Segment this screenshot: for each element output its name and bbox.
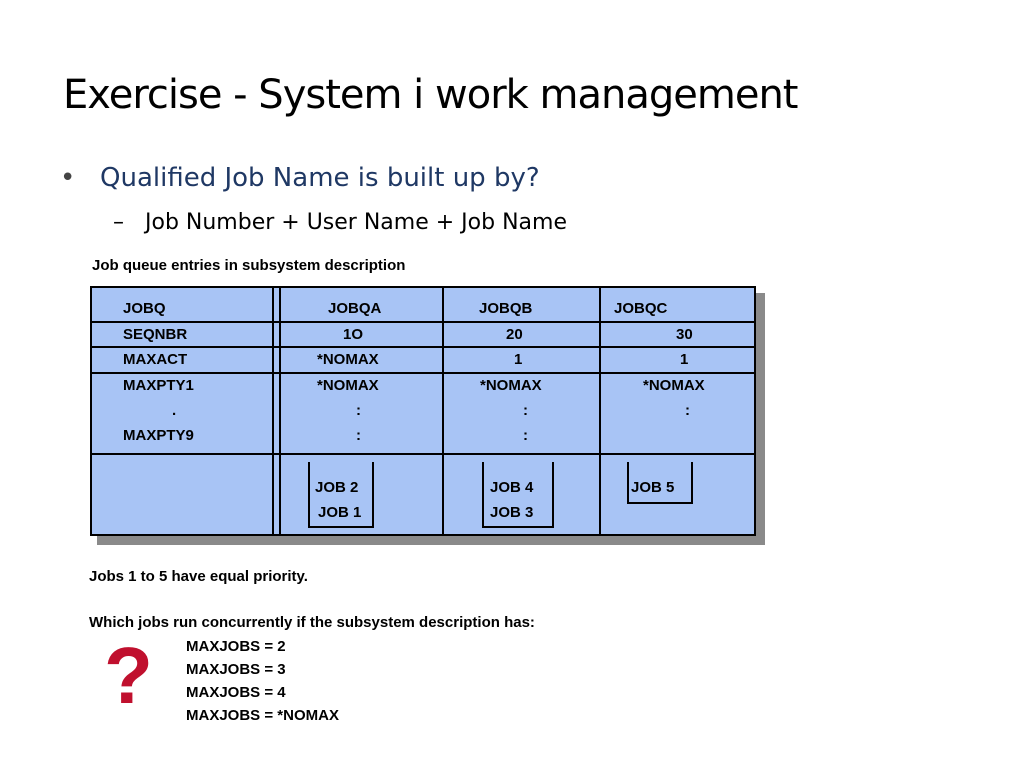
jobqa-queue <box>308 462 374 528</box>
row-divider <box>92 453 754 455</box>
column-divider <box>442 288 444 534</box>
bullet-dot: • <box>60 163 76 193</box>
row-divider <box>92 372 754 374</box>
row-divider <box>92 346 754 348</box>
jobqb-queue <box>482 462 554 528</box>
jobqc-colon: : <box>685 402 690 419</box>
jobqa-name: JOBQA <box>328 300 382 317</box>
jobqa-colon: : <box>356 402 361 419</box>
jobqc-maxpty1: *NOMAX <box>643 377 705 394</box>
column-divider <box>599 288 601 534</box>
sub-bullet-text: Job Number + User Name + Job Name <box>145 210 567 235</box>
jobqb-colon: : <box>523 402 528 419</box>
jobqa-job-entry: JOB 2 <box>315 479 359 496</box>
bullet-item: • Qualified Job Name is built up by? <box>60 163 540 193</box>
jobqa-maxact: *NOMAX <box>317 351 379 368</box>
slide-title: Exercise - System i work management <box>63 72 798 118</box>
diagram-caption: Job queue entries in subsystem descripti… <box>92 257 406 274</box>
jobqc-name: JOBQC <box>614 300 668 317</box>
jobqb-colon: : <box>523 427 528 444</box>
question-text: Which jobs run concurrently if the subsy… <box>89 614 535 631</box>
jobqc-maxact: 1 <box>680 351 689 368</box>
maxjobs-option: MAXJOBS = 3 <box>186 661 286 678</box>
maxjobs-option: MAXJOBS = 2 <box>186 638 286 655</box>
jobqa-job-entry: JOB 1 <box>318 504 362 521</box>
question-mark-icon: ? <box>104 631 153 720</box>
column-divider <box>279 288 281 534</box>
jobqb-maxact: 1 <box>514 351 523 368</box>
jobqb-seqnbr: 20 <box>506 326 523 343</box>
jobqb-maxpty1: *NOMAX <box>480 377 542 394</box>
column-divider <box>272 288 274 534</box>
jobqb-job-entry: JOB 4 <box>490 479 534 496</box>
jobqa-maxpty1: *NOMAX <box>317 377 379 394</box>
jobqc-job-entry: JOB 5 <box>631 479 675 496</box>
row-divider <box>92 321 754 323</box>
row-label-seqnbr: SEQNBR <box>123 326 188 343</box>
jobqb-name: JOBQB <box>479 300 533 317</box>
bullet-text: Qualified Job Name is built up by? <box>100 163 540 193</box>
job-queue-diagram: JOBQ SEQNBR MAXACT MAXPTY1 . MAXPTY9 JOB… <box>90 286 756 536</box>
sub-bullet-dash: – <box>113 210 124 235</box>
jobqa-seqnbr: 1O <box>343 326 364 343</box>
jobqa-colon: : <box>356 427 361 444</box>
jobqc-seqnbr: 30 <box>676 326 693 343</box>
row-label-maxpty1: MAXPTY1 <box>123 377 194 394</box>
sub-bullet-item: –Job Number + User Name + Job Name <box>113 210 567 235</box>
maxjobs-option: MAXJOBS = *NOMAX <box>186 707 339 724</box>
jobqb-job-entry: JOB 3 <box>490 504 534 521</box>
row-label-dot: . <box>172 402 177 419</box>
row-label-maxpty9: MAXPTY9 <box>123 427 194 444</box>
maxjobs-option: MAXJOBS = 4 <box>186 684 286 701</box>
row-label-jobq: JOBQ <box>123 300 166 317</box>
jobqc-queue <box>627 462 693 504</box>
row-label-maxact: MAXACT <box>123 351 188 368</box>
equal-priority-note: Jobs 1 to 5 have equal priority. <box>89 568 308 585</box>
